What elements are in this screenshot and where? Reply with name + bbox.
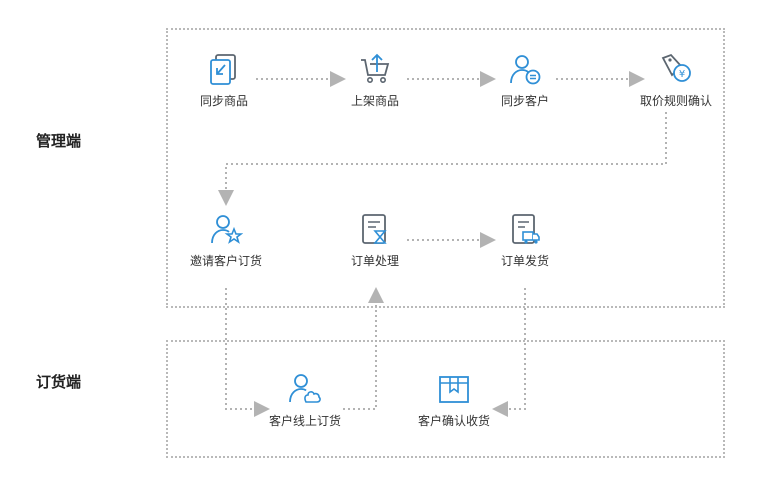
document-hourglass-icon (362, 214, 387, 244)
node-label: 订单发货 (500, 254, 549, 268)
svg-text:¥: ¥ (679, 69, 685, 80)
document-truck-icon (512, 214, 540, 244)
node-pricing-rules: ¥ 取价规则确认 (621, 52, 731, 109)
node-label: 客户确认收货 (417, 414, 490, 428)
node-label: 取价规则确认 (639, 94, 712, 108)
management-zone-box (166, 28, 725, 308)
user-cloud-icon (289, 374, 321, 403)
node-order-ship: 订单发货 (470, 212, 580, 269)
user-sync-icon (510, 55, 541, 85)
node-label: 订单处理 (350, 254, 399, 268)
price-tag-icon: ¥ (661, 53, 691, 82)
arrow-ship-to-customer-receive (492, 288, 526, 417)
node-sync-products: 同步商品 (169, 52, 279, 109)
node-list-products: 上架商品 (320, 52, 430, 109)
node-label: 同步商品 (199, 94, 248, 108)
zone-label-management: 管理端 (36, 132, 82, 150)
node-label: 客户线上订货 (268, 414, 341, 428)
user-star-icon (211, 215, 243, 244)
arrow-pricing-to-invite (218, 112, 667, 206)
node-customer-receive: 客户确认收货 (399, 372, 509, 429)
ordering-zone-box (166, 340, 725, 458)
node-invite-customer: 邀请客户订货 (171, 212, 281, 269)
node-label: 上架商品 (350, 94, 399, 108)
node-customer-order: 客户线上订货 (250, 372, 360, 429)
node-label: 邀请客户订货 (189, 254, 262, 268)
document-sync-icon (210, 54, 236, 85)
node-label: 同步客户 (500, 94, 549, 108)
arrow-invite-to-customer-order (225, 288, 270, 417)
node-sync-customers: 同步客户 (470, 52, 580, 109)
cart-upload-icon (361, 53, 390, 83)
package-icon (439, 376, 469, 403)
node-order-process: 订单处理 (320, 212, 430, 269)
arrow-customer-order-to-process (343, 287, 384, 410)
zone-label-ordering: 订货端 (36, 373, 82, 391)
